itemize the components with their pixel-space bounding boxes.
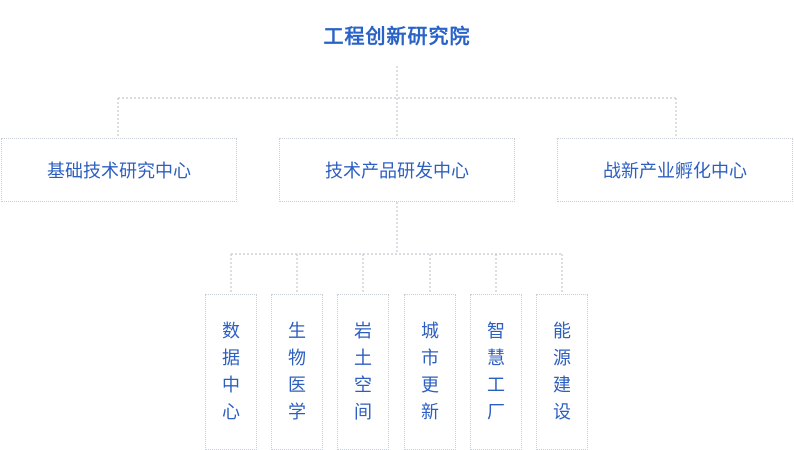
center-incubation: 战新产业孵化中心 — [557, 138, 793, 202]
sub-center-smart-factory: 智慧工厂 — [470, 294, 522, 450]
sub-center-label: 城市更新 — [421, 321, 439, 423]
sub-center-label: 岩土空间 — [354, 321, 372, 423]
sub-center-label: 能源建设 — [553, 321, 571, 423]
root-title: 工程创新研究院 — [323, 24, 471, 48]
center-label: 基础技术研究中心 — [47, 161, 191, 182]
sub-center-label: 数据中心 — [222, 321, 240, 423]
sub-center-label: 智慧工厂 — [487, 321, 505, 423]
sub-center-data: 数据中心 — [205, 294, 257, 450]
sub-center-geotech: 岩土空间 — [337, 294, 389, 450]
center-product-rd: 技术产品研发中心 — [279, 138, 515, 202]
center-label: 技术产品研发中心 — [325, 161, 469, 182]
center-label: 战新产业孵化中心 — [603, 161, 747, 182]
sub-center-label: 生物医学 — [288, 321, 306, 423]
center-basic-research: 基础技术研究中心 — [1, 138, 237, 202]
sub-center-energy: 能源建设 — [536, 294, 588, 450]
sub-center-biomedical: 生物医学 — [271, 294, 323, 450]
sub-center-urban-renewal: 城市更新 — [404, 294, 456, 450]
